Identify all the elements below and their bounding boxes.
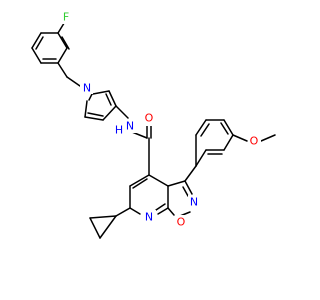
benzyl-ch2-bond: [57, 62, 68, 78]
carbonyl-o-label: O: [145, 112, 154, 125]
pyridine-ring: [129, 174, 169, 215]
cyclopropyl-bond: [115, 207, 131, 217]
cyclopropyl-ring: [89, 215, 117, 239]
isoxazole-n-label: N: [190, 196, 198, 209]
molecule-structure: F N N N H O O N O N: [31, 10, 276, 239]
isoxazole-o-label: O: [177, 216, 186, 229]
pyrazole-n1-label: N: [83, 82, 91, 95]
methoxyphenyl-ring: [195, 119, 276, 167]
pyrazole-nh-bond: [115, 105, 129, 119]
fluorophenyl-ring: [31, 19, 70, 64]
pyridine-n-label: N: [145, 211, 153, 224]
ch2-n1-bond: [66, 76, 81, 87]
fluorine-label: F: [63, 11, 69, 24]
molecule-diagram: F N N N H O O N O N: [31, 10, 276, 239]
amide-n-label: N: [126, 120, 134, 133]
methoxy-o-label: O: [250, 135, 259, 148]
isoxazole-ring: [167, 180, 193, 217]
isoxazole-aryl-bond: [184, 165, 197, 182]
pyrazole-ring: [84, 90, 117, 121]
amide-h-label: H: [115, 124, 123, 137]
